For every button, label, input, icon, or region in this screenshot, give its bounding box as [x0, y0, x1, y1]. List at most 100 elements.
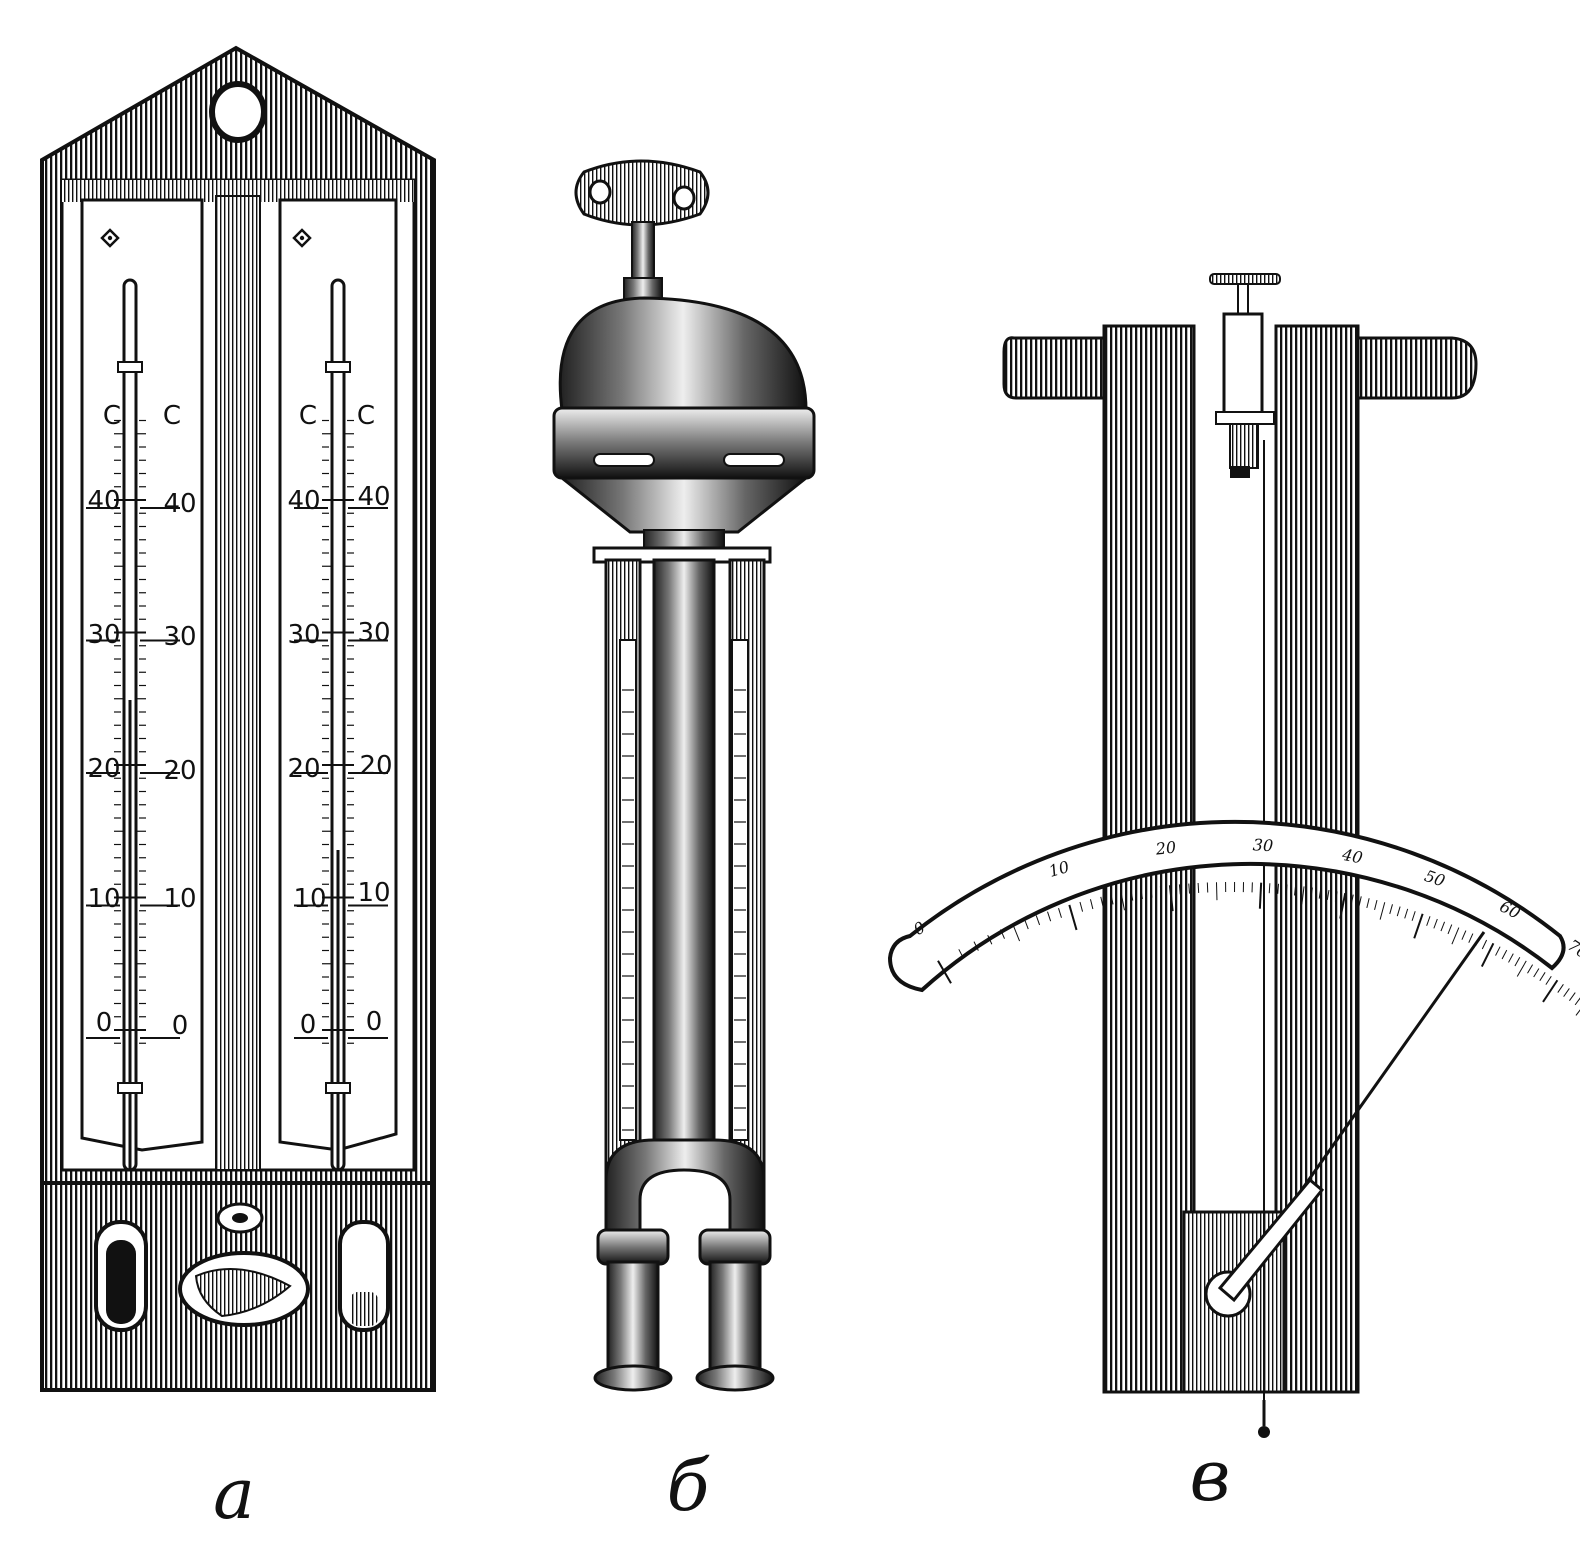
arc-tick: [1150, 887, 1153, 898]
wick: [106, 1240, 136, 1324]
scale-label-20-right: 20: [163, 756, 196, 786]
scale-label-40-left: 40: [87, 486, 120, 516]
arc-tick: [1514, 957, 1521, 967]
arc-tick: [1140, 889, 1143, 900]
scale-label-40-right: 40: [357, 482, 390, 512]
arc-tick: [1000, 929, 1005, 939]
arc-tick: [1574, 997, 1580, 1006]
left-intake-flare: [593, 1364, 673, 1392]
arc-tick: [1188, 883, 1191, 894]
left-intake-tube: [606, 1260, 660, 1374]
counterweight: [1258, 1400, 1270, 1438]
reservoir-cloth: [194, 1267, 292, 1318]
arc-tick: [1334, 891, 1338, 902]
diamond-mark: [100, 228, 120, 248]
arc-tick: [1396, 906, 1401, 917]
arc-tick: [1358, 896, 1362, 907]
arc-tick: [1047, 911, 1052, 922]
arc-tick: [1318, 888, 1322, 899]
ticks-left: [86, 419, 180, 1044]
scale-label-40-right: 40: [163, 489, 196, 519]
tube-clip-bottom: [325, 1082, 351, 1094]
arc-scale: [887, 820, 1566, 993]
arc-tick: [1475, 936, 1481, 947]
arc-tick: [973, 941, 979, 951]
hanging-hole: [209, 81, 267, 143]
right-thermometer-scale: [731, 639, 749, 1141]
housing-band: [552, 406, 816, 480]
panel-a-psychrometer: C C 40 30 20 10 0 40 30 20 10 0 C: [40, 45, 436, 1535]
arc-tick: [1277, 883, 1280, 894]
arc-tick: [1178, 884, 1181, 895]
arc-tick: [1575, 1009, 1580, 1016]
arc-tick: [1310, 887, 1313, 898]
arc-tick: [1301, 886, 1305, 905]
scale-label-20-right: 20: [359, 751, 392, 781]
psychrometer-b-ticks: [622, 689, 746, 1131]
arc-tick: [1426, 916, 1431, 926]
arc-tick: [1197, 882, 1200, 893]
arc-tick: [1461, 930, 1467, 940]
arc-tick: [1159, 886, 1163, 897]
arc-tick: [1100, 896, 1104, 907]
arc-tick: [1527, 964, 1534, 974]
arc-tick: [1285, 884, 1288, 895]
right-intake-flare: [695, 1364, 775, 1392]
y-manifold: [604, 1138, 766, 1232]
reservoir-emblem: [216, 1202, 264, 1234]
arc-tick: [1480, 942, 1495, 968]
housing-slot: [593, 453, 655, 467]
scale-label-20-left: 20: [287, 754, 320, 784]
arc-tick: [1563, 988, 1570, 997]
tension-screw: [1209, 273, 1281, 478]
tube-clip-top: [325, 361, 351, 373]
water-level: [350, 1292, 378, 1326]
center-divider: [215, 195, 261, 1171]
arc-tick: [1433, 918, 1438, 929]
arc-tick: [958, 949, 964, 959]
arc-tick: [1440, 921, 1446, 932]
arc-tick: [1012, 924, 1021, 942]
arc-tick: [937, 960, 952, 984]
panel-caption-a: а: [213, 1453, 255, 1535]
unit-label-right: C: [357, 401, 375, 431]
arc-tick: [1268, 883, 1271, 894]
tube-clip-top: [117, 361, 143, 373]
wet-thermometer: C C 40 30 20 10 0 40 30 20 10 0: [278, 198, 398, 1172]
panel-caption-b: б: [667, 1445, 710, 1527]
arc-tick: [1545, 975, 1552, 985]
arc-tick: [1035, 915, 1041, 926]
panel-b-aspiration-psychrometer: б: [552, 159, 816, 1527]
arc-tick: [1294, 885, 1297, 896]
crossbar-left-handle: [1002, 336, 1122, 400]
arc-scale-ticks: [937, 882, 1580, 1016]
unit-label-right: C: [163, 401, 181, 431]
housing-funnel: [557, 476, 811, 534]
scale-label-30-left: 30: [287, 620, 320, 650]
panel-v-hair-hygrometer: 0 10 20 30 40 50 60 70 80 90 100 в: [887, 273, 1580, 1517]
scale-label-0-left: 0: [96, 1008, 113, 1038]
arc-tick: [1110, 894, 1114, 905]
arc-tick: [1447, 924, 1453, 935]
arc-tick: [1516, 960, 1527, 977]
arc-tick: [1569, 992, 1576, 1002]
arc-label-40: 40: [1340, 845, 1365, 868]
clockwork-housing: [558, 296, 808, 412]
arc-tick: [1542, 979, 1559, 1003]
dry-thermometer: C C 40 30 20 10 0 40 30 20 10 0: [80, 198, 204, 1172]
arc-tick: [1326, 889, 1330, 900]
arc-tick: [1366, 898, 1370, 909]
arc-label-30: 30: [1252, 835, 1273, 855]
scale-label-30-left: 30: [87, 620, 120, 650]
unit-label-left: C: [103, 401, 121, 431]
scale-label-30-right: 30: [357, 618, 390, 648]
arc-tick: [1130, 890, 1134, 901]
arc-tick: [1374, 900, 1378, 910]
scale-label-0-right: 0: [172, 1011, 189, 1041]
arc-label-10: 10: [1047, 857, 1072, 881]
arc-tick: [1413, 913, 1424, 939]
winding-key: [574, 159, 710, 305]
crossbar-right-handle: [1348, 336, 1478, 400]
left-collar: [596, 1228, 670, 1266]
